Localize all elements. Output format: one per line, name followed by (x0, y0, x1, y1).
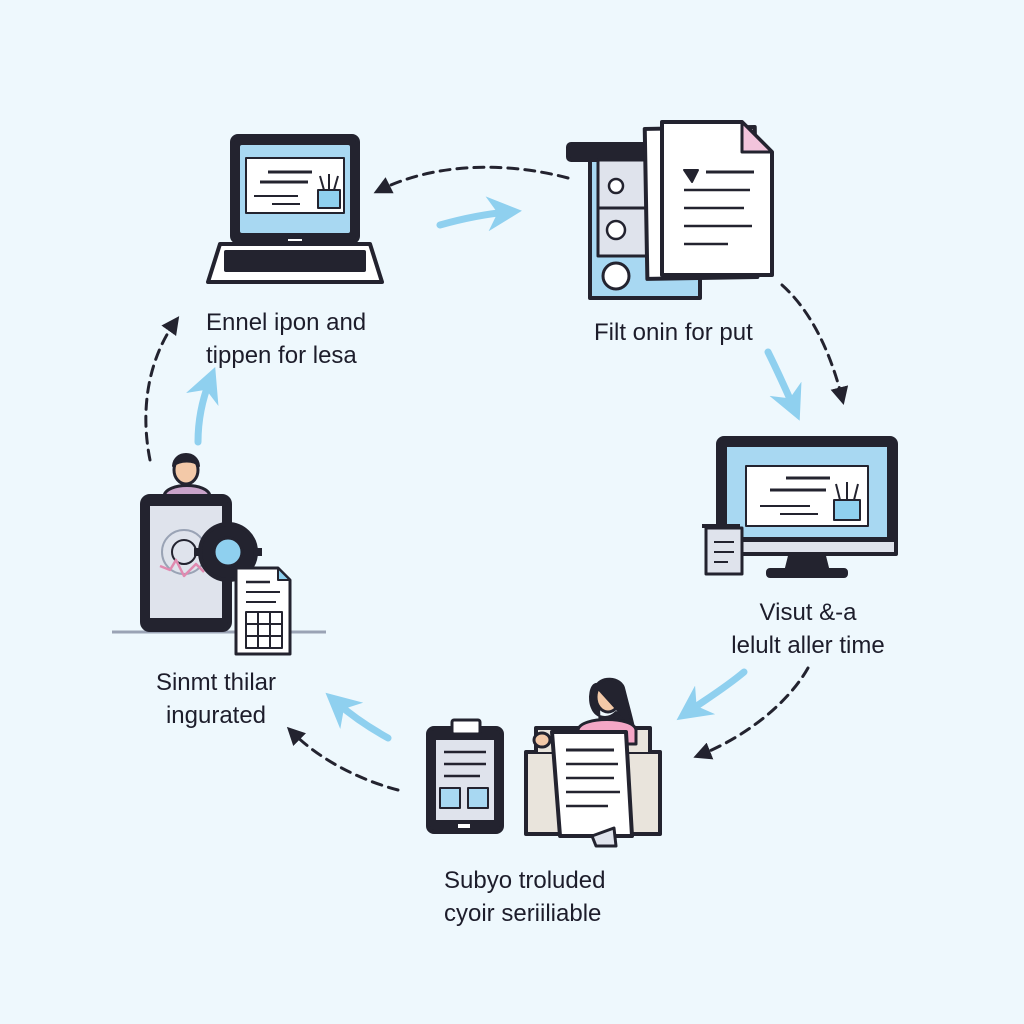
accent-arrow-top (436, 196, 522, 232)
accent-arrow-bottom (325, 692, 392, 742)
person-reading-icon (524, 677, 662, 848)
step-label-line: ingurated (165, 702, 267, 729)
tablet-icon (112, 453, 326, 656)
receipt-icon (702, 524, 744, 576)
document-stack-icon (566, 120, 774, 300)
step-label-line: Subyo troluded (444, 867, 606, 894)
step-label-monitor: Visut &-a lelult aller time (718, 596, 898, 662)
laptop-icon (206, 134, 384, 284)
step-label-line: cyoir seriiliable (444, 900, 602, 927)
step-label-line: Visut &-a (759, 599, 857, 626)
step-label-line: Ennel ipon and (206, 309, 367, 336)
step-label-tablet: Sinmt thilar ingurated (146, 666, 286, 732)
monitor-icon (702, 436, 898, 578)
step-label-line: lelult aller time (731, 632, 885, 659)
calculator-document-icon (234, 566, 292, 656)
arrow-reader-to-tablet (286, 726, 400, 792)
accent-arrows (185, 196, 802, 742)
step-label-line: tippen for lesa (206, 342, 357, 369)
step-label-document: Filt onin for put (594, 316, 753, 349)
clipboard-icon (426, 718, 504, 834)
arrow-tablet-to-laptop (144, 316, 180, 462)
arrow-monitor-to-reader (693, 666, 810, 760)
step-label-reader: Subyo troluded cyoir seriiliable (444, 864, 605, 930)
accent-arrow-left (185, 367, 219, 446)
accent-arrow-right (764, 348, 802, 421)
gear-icon (194, 518, 262, 586)
person-avatar-icon (162, 453, 212, 498)
accent-arrow-lower-right (676, 668, 748, 721)
step-label-laptop: Ennel ipon and tippen for lesa (206, 306, 366, 372)
cycle-arrows (144, 165, 849, 792)
step-label-line: Sinmt thilar (155, 669, 277, 696)
arrow-doc-to-laptop (373, 165, 570, 194)
step-label-line: Filt onin for put (594, 319, 753, 346)
arrow-doc-to-monitor (780, 283, 849, 405)
